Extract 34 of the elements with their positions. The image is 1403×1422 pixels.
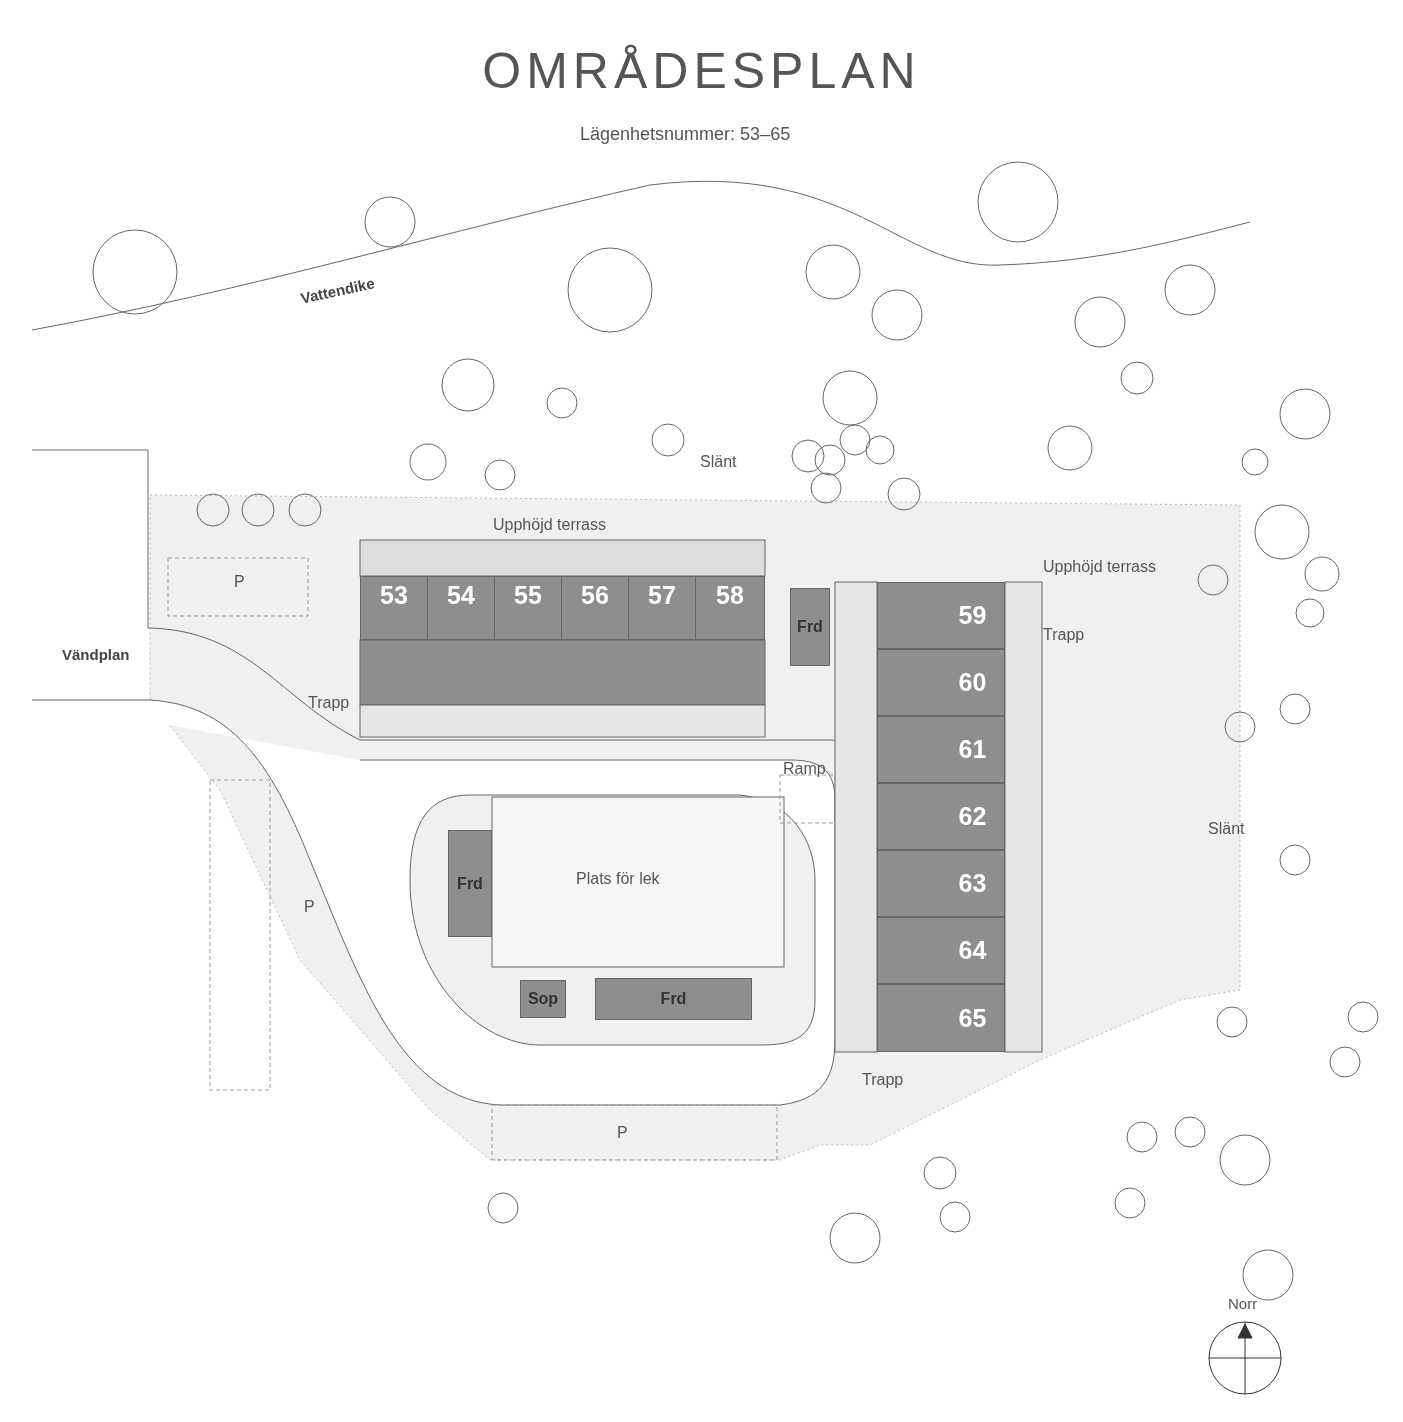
subtitle: Lägenhetsnummer: 53–65 xyxy=(580,124,791,145)
parking-label: P xyxy=(304,898,315,916)
apartment-unit: 57 xyxy=(628,576,696,640)
slope-label: Slänt xyxy=(700,453,737,471)
apartment-unit: 65 xyxy=(877,984,1005,1052)
stairs-label: Trapp xyxy=(1043,626,1085,644)
parking-label: P xyxy=(617,1124,628,1142)
outbuilding: Frd xyxy=(448,830,492,937)
apartment-unit: 60 xyxy=(877,649,1005,716)
title: OMRÅDESPLAN xyxy=(481,42,922,100)
stairs-label: Trapp xyxy=(308,694,350,712)
apartment-unit: 56 xyxy=(561,576,629,640)
apartment-unit: 54 xyxy=(427,576,495,640)
apartment-unit: 64 xyxy=(877,917,1005,984)
apartment-unit: 63 xyxy=(877,850,1005,917)
apartment-unit: 58 xyxy=(695,576,765,640)
apartment-unit: 61 xyxy=(877,716,1005,783)
apartment-unit: 59 xyxy=(877,582,1005,649)
slope-label: Slänt xyxy=(1208,820,1245,838)
parking-label: P xyxy=(234,573,245,591)
apartment-unit: 62 xyxy=(877,783,1005,850)
turning-area-label: Vändplan xyxy=(62,646,130,663)
apartment-unit: 55 xyxy=(494,576,562,640)
apartment-unit: 53 xyxy=(360,576,428,640)
outbuilding: Frd xyxy=(790,588,830,666)
outbuilding: Frd xyxy=(595,978,752,1020)
terrace-label: Upphöjd terrass xyxy=(493,516,606,534)
north-label: Norr xyxy=(1228,1295,1258,1312)
water-ditch-label: Vattendike xyxy=(299,274,376,307)
terrace-label: Upphöjd terrass xyxy=(1043,558,1156,576)
stairs-label: Trapp xyxy=(862,1071,904,1089)
ramp-label: Ramp xyxy=(783,760,826,778)
outbuilding: Sop xyxy=(520,980,566,1018)
playground-label: Plats för lek xyxy=(576,870,660,888)
